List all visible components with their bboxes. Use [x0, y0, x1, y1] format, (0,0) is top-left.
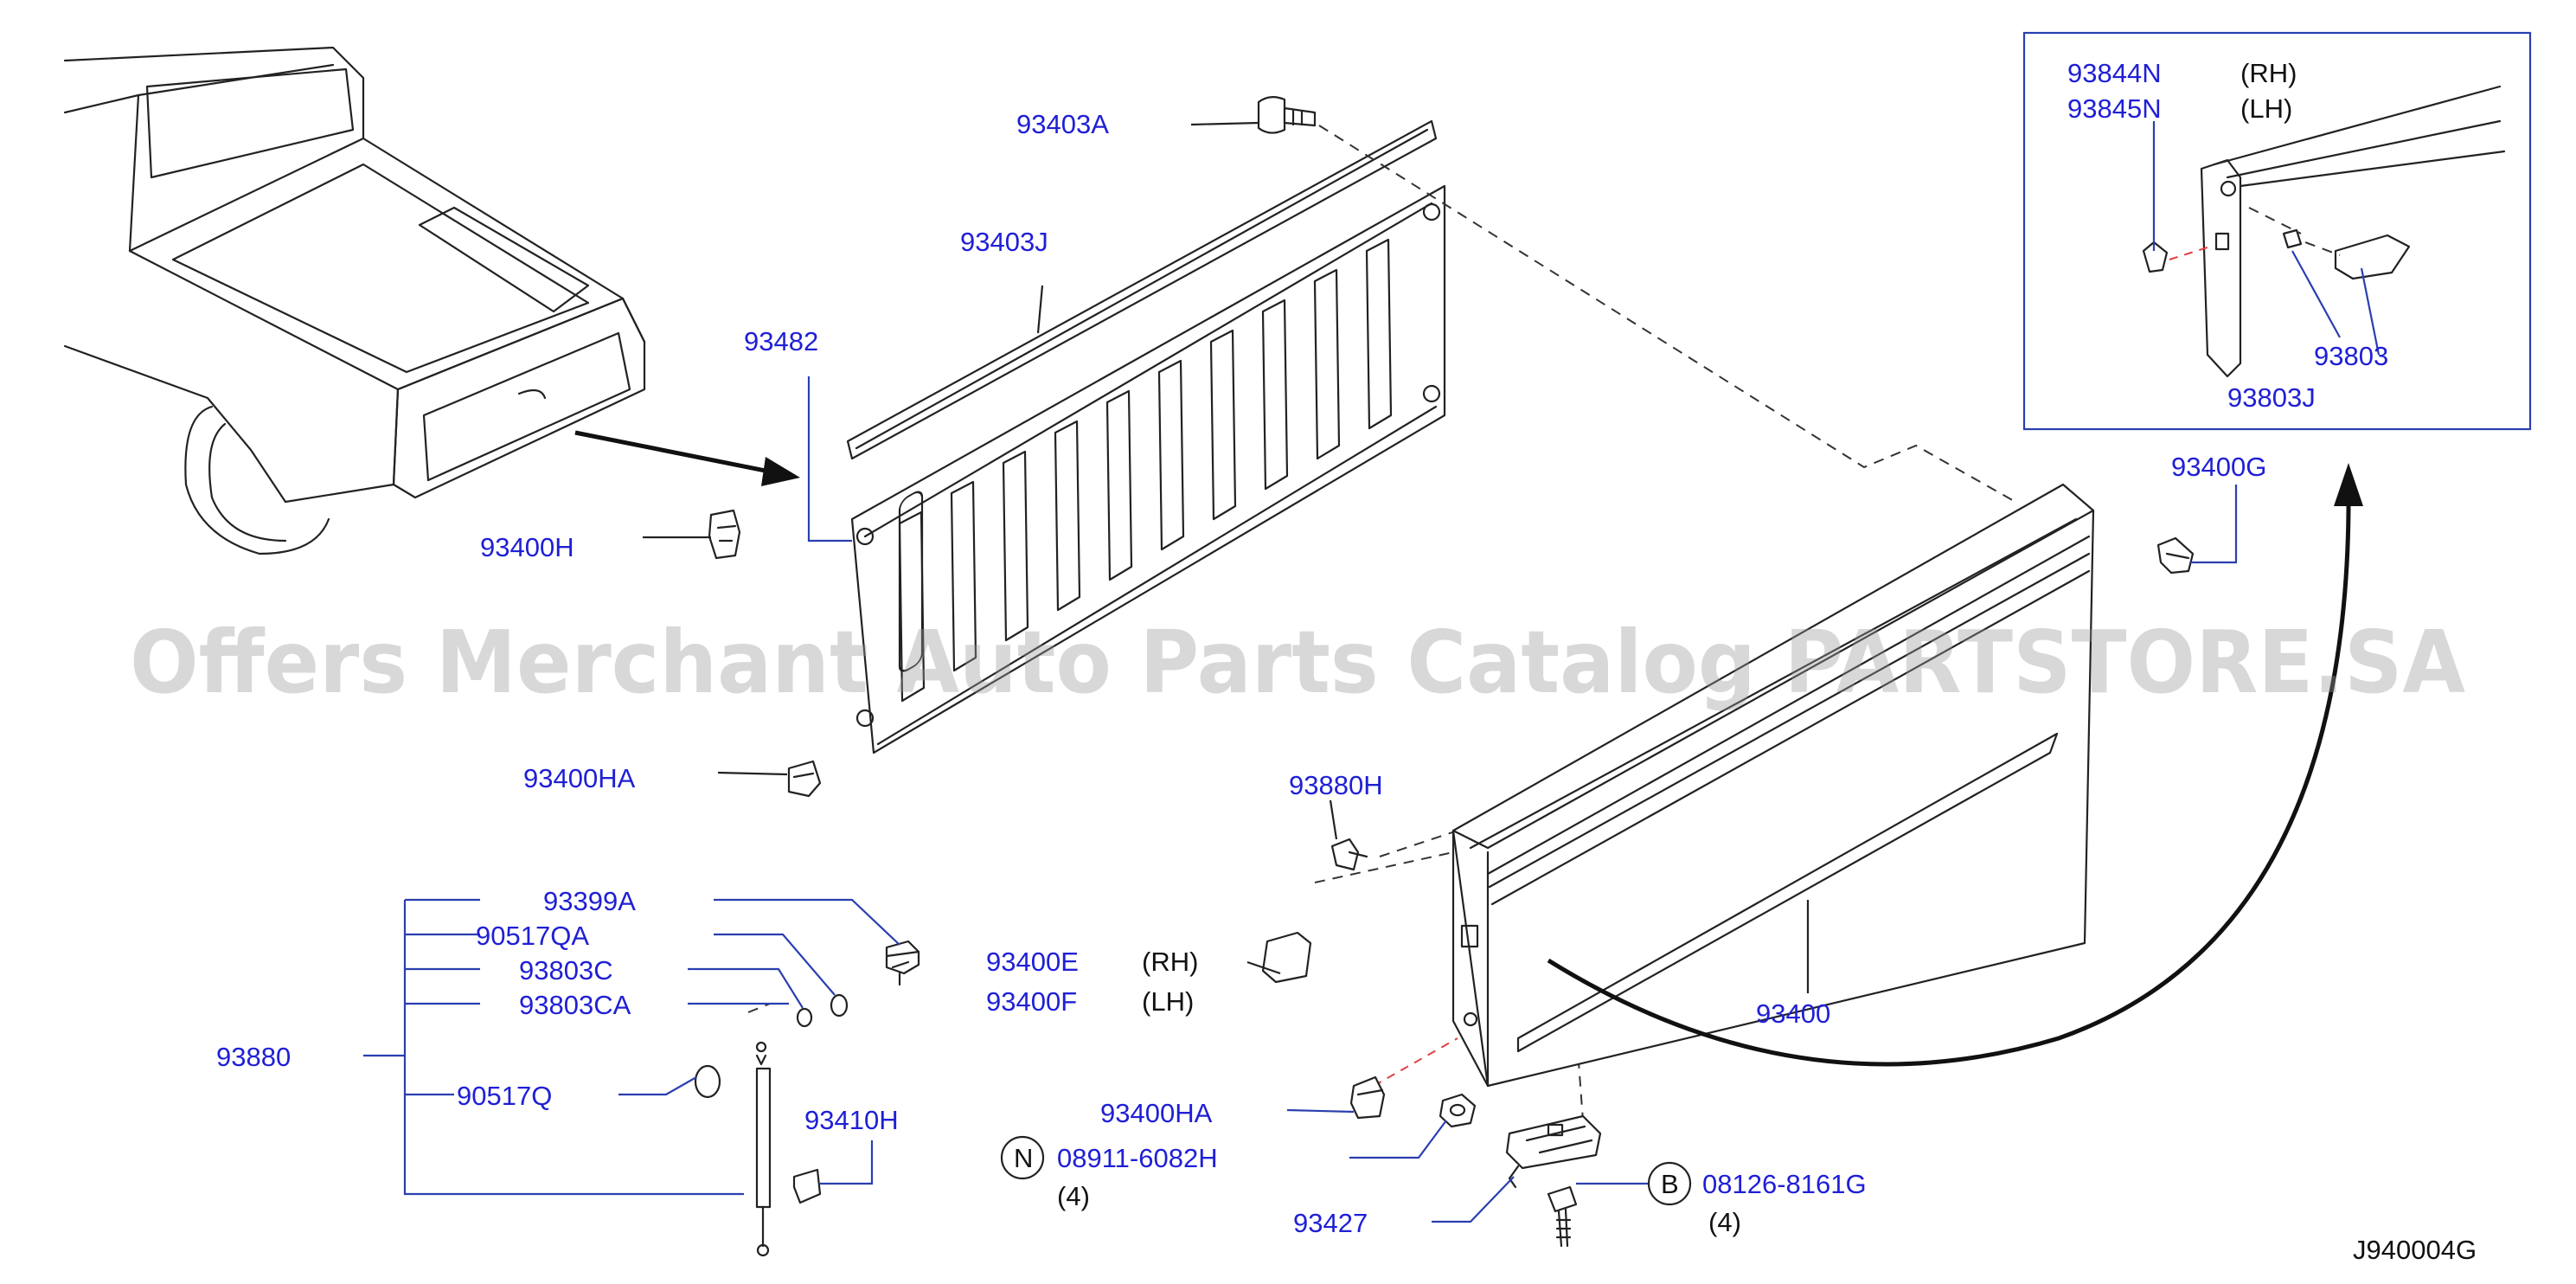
label-93845N: 93845N [2067, 93, 2162, 124]
diagram-code: J940004G [2353, 1235, 2477, 1265]
clip-93400G [2156, 536, 2195, 575]
note-qty-b: (4) [1708, 1207, 1741, 1237]
clip-93400HA-bottom [1349, 1075, 1386, 1120]
guide-line-2 [1314, 851, 1454, 883]
clip-93400HA-top [787, 760, 822, 798]
note-rh-93844N: (RH) [2240, 58, 2297, 88]
reference-mark-n-circle [1000, 1135, 1045, 1180]
watermark: Offers Merchant Auto Parts Catalog PARTS… [130, 612, 2465, 713]
note-lh-93845N: (LH) [2240, 93, 2292, 124]
reference-mark-b: B [1661, 1169, 1679, 1199]
inner-tailgate-panel [850, 184, 1446, 754]
bumper-93400E-F [1261, 931, 1312, 984]
direction-arrow [574, 430, 800, 486]
reference-mark-n: N [1014, 1143, 1033, 1173]
bolt-08126 [1547, 1185, 1578, 1248]
label-93427: 93427 [1293, 1208, 1368, 1238]
label-93400HA-top: 93400HA [523, 763, 636, 793]
cable-parts [694, 940, 920, 1257]
reference-mark-b-circle [1647, 1161, 1692, 1206]
truck-illustration [63, 46, 646, 555]
label-90517Q: 90517Q [457, 1081, 552, 1111]
label-93403J: 93403J [960, 227, 1048, 257]
nut-08911 [1439, 1093, 1477, 1128]
label-93400E: 93400E [986, 947, 1079, 977]
hinge-93427 [1505, 1114, 1602, 1189]
label-93803C: 93803C [519, 955, 613, 985]
note-lh-93400F: (LH) [1142, 986, 1194, 1017]
tailgate-top-cap [846, 119, 1438, 460]
label-93880H: 93880H [1289, 770, 1383, 800]
label-08126-8161G: 08126-8161G [1702, 1169, 1867, 1199]
label-93400F: 93400F [986, 986, 1077, 1017]
guide-line-red [1373, 1037, 1458, 1087]
label-93844N: 93844N [2067, 58, 2162, 88]
label-90517QA: 90517QA [476, 921, 589, 951]
label-93803J: 93803J [2227, 382, 2316, 413]
inset-detail-box [2022, 31, 2532, 431]
screw-93403A [1257, 96, 1317, 134]
clip-93400H [708, 509, 741, 560]
label-93400G: 93400G [2171, 452, 2266, 482]
note-qty-n: (4) [1057, 1181, 1090, 1211]
label-93803CA: 93803CA [519, 990, 631, 1020]
label-93880: 93880 [216, 1042, 291, 1072]
label-08911-6082H: 08911-6082H [1057, 1143, 1218, 1173]
panel-ribs [898, 238, 1393, 703]
label-93803: 93803 [2314, 341, 2388, 371]
label-93400HA-bottom: 93400HA [1100, 1098, 1213, 1128]
curved-arrow [1547, 463, 2363, 1067]
guide-line-5 [747, 1003, 771, 1013]
label-93410H: 93410H [804, 1105, 899, 1135]
outer-tailgate [1451, 483, 2095, 1088]
label-93403A: 93403A [1016, 109, 1109, 139]
note-rh-93400E: (RH) [1142, 947, 1198, 977]
leader-lines [363, 121, 2381, 1223]
label-93482: 93482 [744, 326, 818, 356]
label-93400: 93400 [1756, 998, 1830, 1029]
label-93400H: 93400H [480, 532, 574, 562]
label-93399A: 93399A [543, 886, 636, 916]
clip-93880H [1330, 838, 1368, 871]
